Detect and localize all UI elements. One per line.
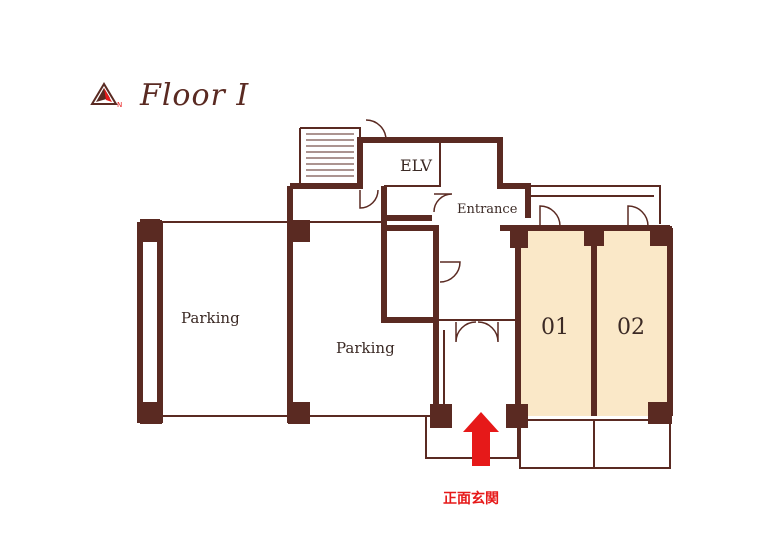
door-unit-01	[539, 205, 561, 227]
unit-label-01: 01	[541, 315, 569, 340]
balcony-top	[528, 185, 661, 224]
pillar	[648, 402, 672, 424]
pillar	[510, 226, 528, 248]
stairs-outline	[299, 127, 361, 186]
pillar	[140, 220, 162, 242]
floor-title: Floor I	[140, 78, 250, 113]
main-entrance-label: 正面玄関	[443, 491, 499, 507]
unit-02-area	[594, 228, 670, 416]
door-corridor-left	[455, 321, 477, 343]
pillar	[288, 220, 310, 242]
pillar	[506, 404, 528, 428]
door-unit-02	[627, 205, 649, 227]
pillar	[584, 226, 604, 246]
svg-text:N: N	[117, 101, 122, 109]
pillar	[650, 226, 672, 246]
compass-north-icon: N	[90, 82, 122, 109]
elv-walls	[381, 186, 432, 221]
unit-label-02: 02	[617, 315, 645, 340]
storage-walls	[381, 218, 439, 323]
door-stairs	[365, 119, 387, 141]
room-label-parking-center: Parking	[336, 339, 395, 357]
pillar	[288, 402, 310, 424]
corridor-lines	[436, 319, 518, 415]
parking-left-border	[160, 221, 290, 417]
pillar	[430, 404, 452, 428]
elv-box	[384, 139, 441, 187]
main-entrance-arrow	[463, 412, 499, 466]
parking-left-walls	[137, 219, 163, 423]
room-label-parking-left: Parking	[181, 309, 240, 327]
unit-01-area	[518, 228, 594, 416]
door-entrance	[433, 193, 453, 213]
pillar	[140, 402, 162, 424]
door-inner	[439, 261, 461, 283]
room-label-elevator: ELV	[400, 156, 432, 175]
door-elv-area	[359, 189, 379, 209]
door-corridor-right	[477, 321, 499, 343]
room-label-entrance: Entrance	[457, 202, 518, 217]
balcony-bottom	[519, 419, 671, 469]
